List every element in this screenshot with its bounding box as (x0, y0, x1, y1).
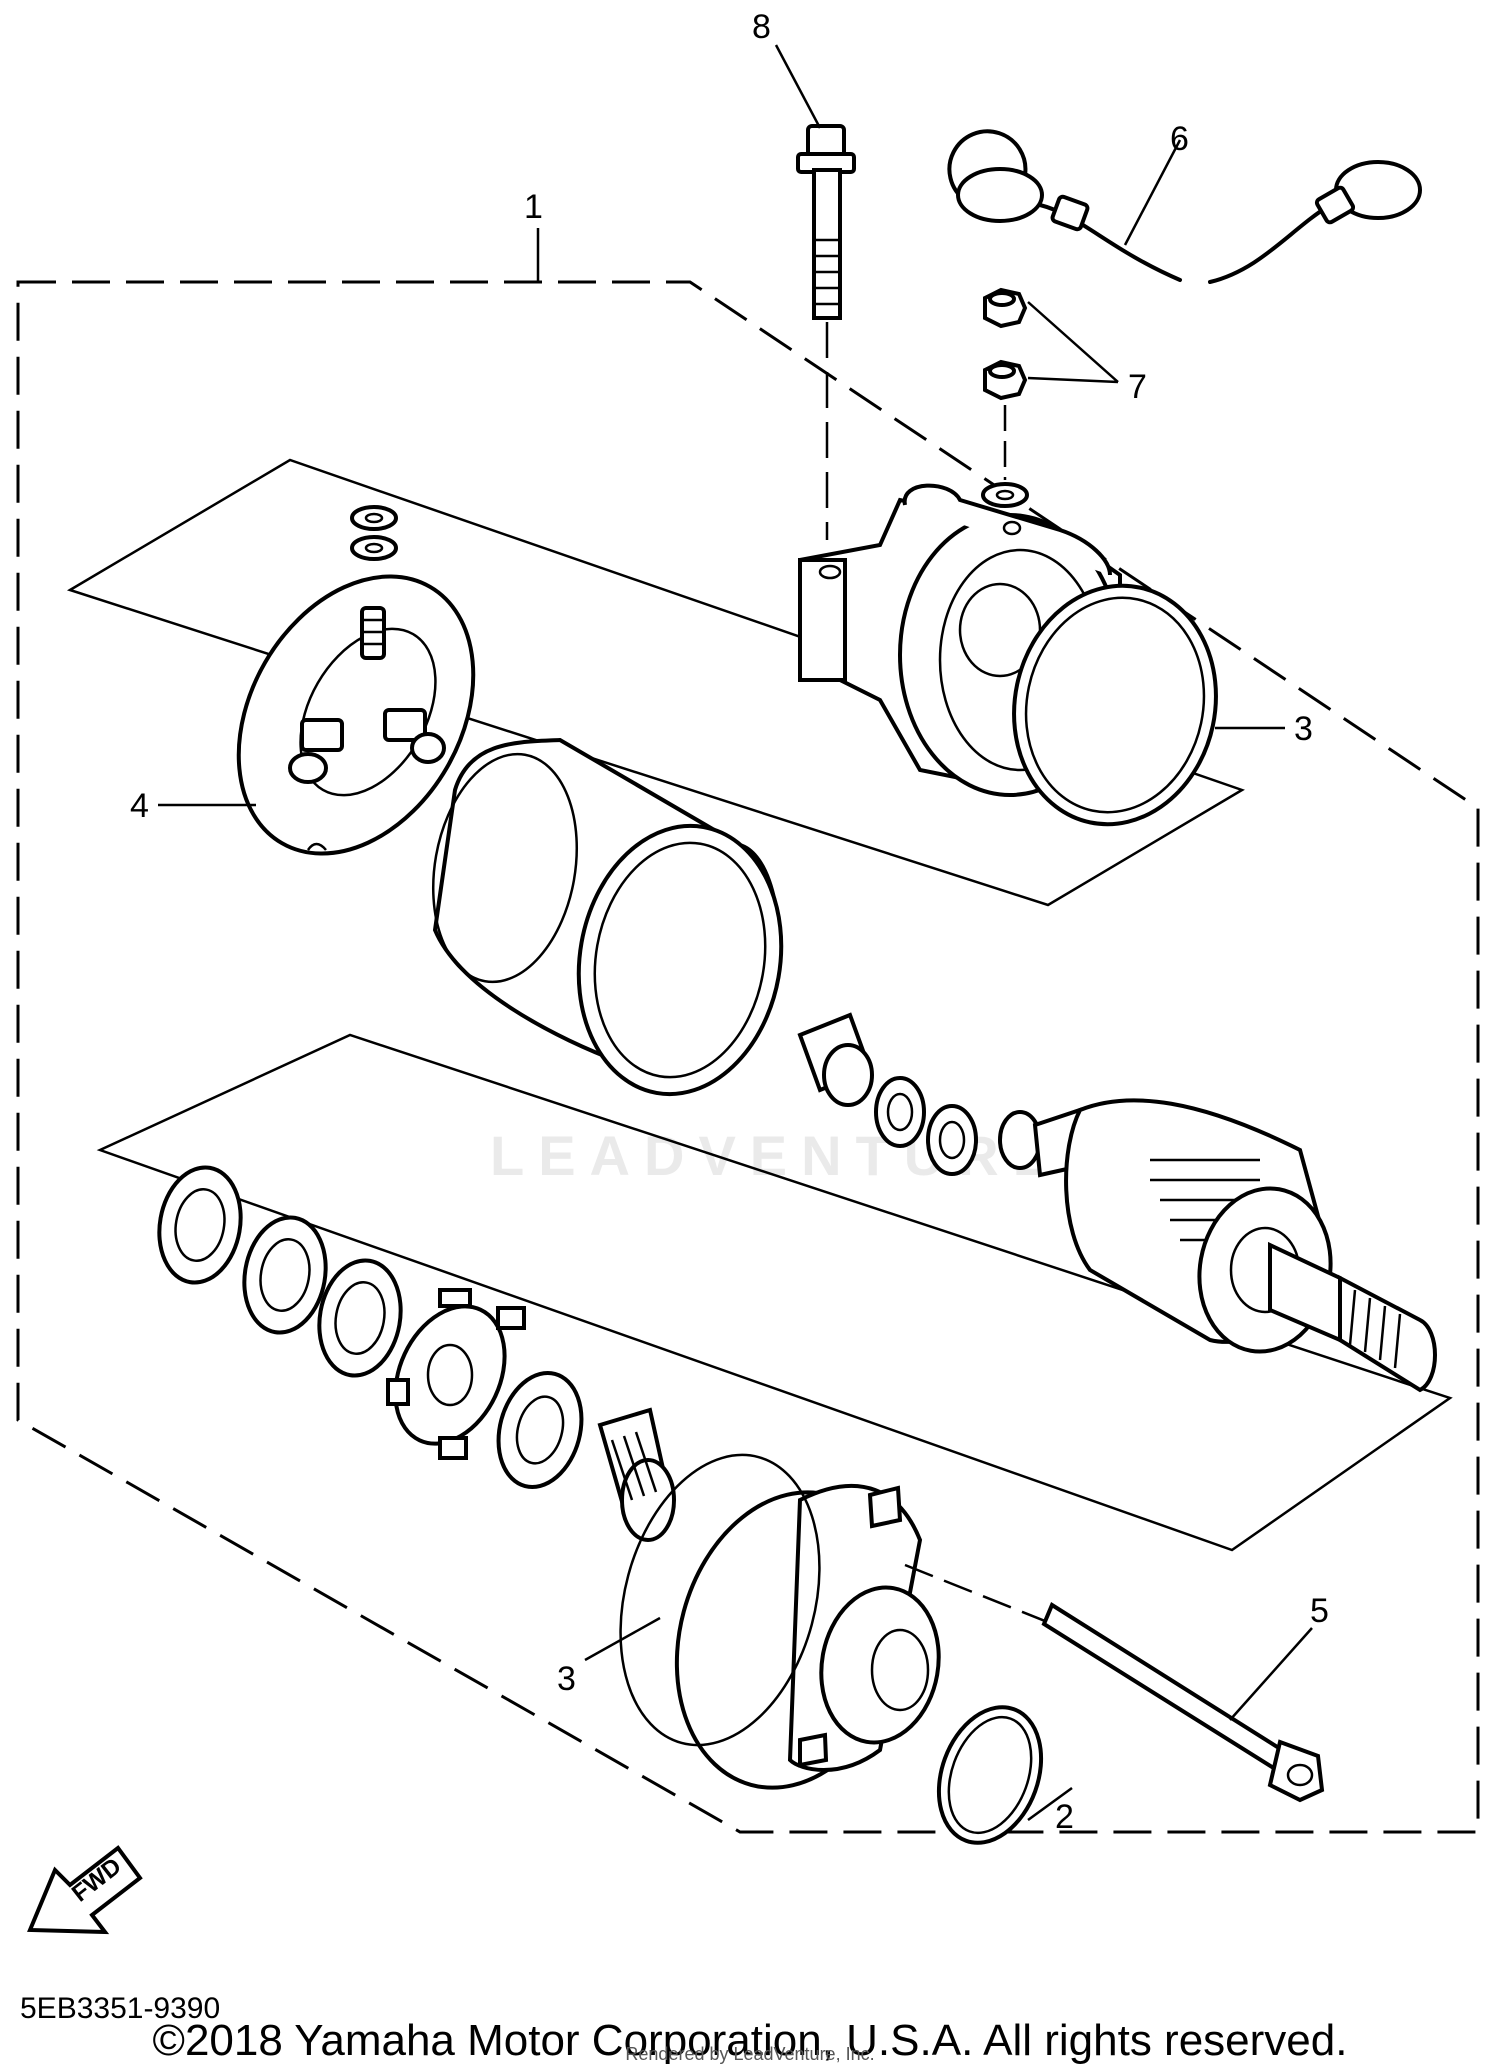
callout-2: 2 (1055, 1798, 1074, 1836)
copyright-text: ©2018 Yamaha Motor Corporation, U.S.A. A… (152, 2016, 1348, 2065)
callout-5: 5 (1310, 1592, 1329, 1630)
brush-holder-part (236, 505, 476, 856)
bushing-parts (797, 1012, 978, 1176)
lower-plane (96, 1033, 1453, 1552)
through-bolt-part (904, 1563, 1325, 1803)
callout-leaders (158, 44, 1313, 1822)
lead-wire-part (947, 129, 1422, 284)
fwd-arrow-icon: FWD (27, 1845, 143, 1935)
callout-3-lower: 3 (557, 1660, 576, 1698)
callout-8: 8 (752, 8, 771, 46)
o-ring-lower-part (936, 1705, 1044, 1845)
bolt-part (796, 124, 856, 540)
callout-4: 4 (130, 787, 149, 825)
rear-cover-part (619, 1453, 941, 1790)
o-ring-upper-part (1012, 583, 1218, 827)
armature-part (998, 1098, 1437, 1393)
callout-3-upper: 3 (1294, 710, 1313, 748)
nut-parts (981, 287, 1029, 508)
watermark-text: LEADVENTURE (490, 1124, 1064, 1187)
render-note: Rendered by LeadVenture, Inc. (625, 2044, 875, 2064)
diagram-code: 5EB3351-9390 (20, 1992, 221, 2025)
callout-6: 6 (1170, 120, 1189, 158)
upper-plane (66, 458, 1245, 907)
callout-1: 1 (524, 188, 543, 226)
callout-7: 7 (1128, 368, 1147, 406)
washer-parts (157, 1165, 676, 1542)
yoke-part (431, 737, 784, 1097)
assembly-outline (16, 280, 1480, 1834)
